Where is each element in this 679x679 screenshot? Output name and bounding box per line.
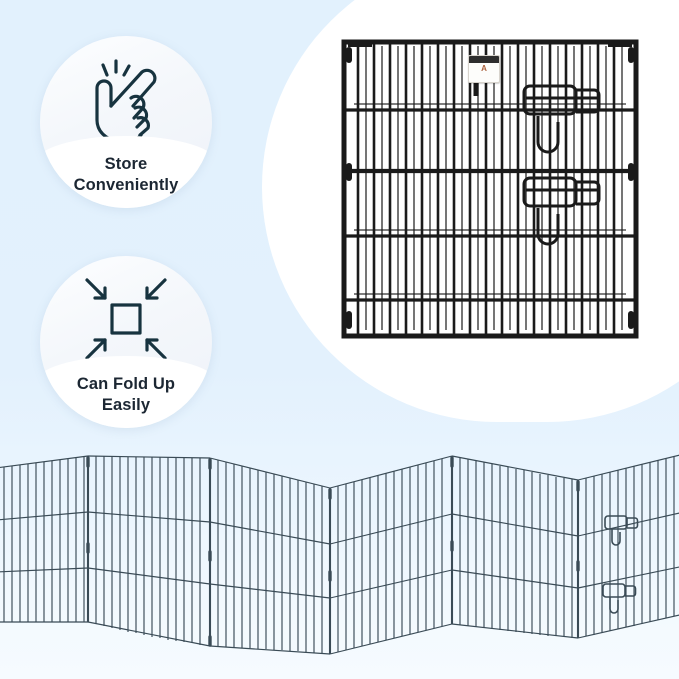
pointing-hand-click-icon bbox=[40, 54, 212, 144]
badge-caption-panel: Can Fold Up Easily bbox=[40, 356, 212, 428]
product-hang-tag: A bbox=[468, 55, 500, 83]
product-panel-image bbox=[340, 38, 640, 340]
badge-caption: Can Fold Up Easily bbox=[76, 375, 176, 414]
fold-inward-arrows-icon bbox=[40, 274, 212, 364]
feature-badge-can-fold-up-easily: Can Fold Up Easily bbox=[40, 256, 212, 428]
hang-tag-bar bbox=[469, 56, 499, 63]
hang-tag-logo: A bbox=[481, 64, 487, 73]
badge-caption: Store Conveniently bbox=[73, 155, 179, 194]
zigzag-playpen-fence-image bbox=[0, 432, 679, 679]
badge-caption-panel: Store Conveniently bbox=[40, 136, 212, 208]
feature-badge-store-conveniently: Store Conveniently bbox=[40, 36, 212, 208]
